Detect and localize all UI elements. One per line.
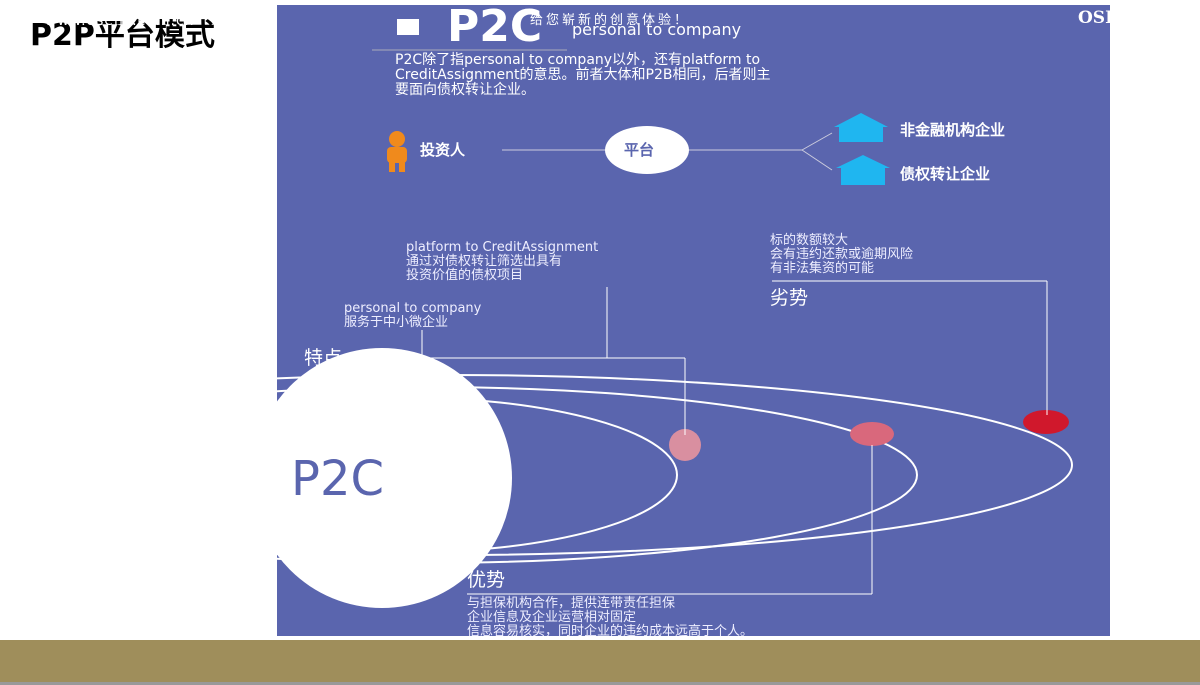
orbit-dot-2 [850,422,894,446]
heading-sub: personal to company [572,20,742,39]
center-label: P2C [291,451,384,507]
platform-circle [605,126,689,174]
platform-label: 平台 [624,141,655,159]
footer-bar [0,640,1200,685]
orbit-dot-3 [1023,410,1069,434]
feature-item-1: personal to company 服务于中小微企业 [344,301,482,330]
p2c-infographic: P2C personal to company P2C除了指personal t… [277,5,1110,636]
advantages-text: 与担保机构合作，提供连带责任担保 企业信息及企业运营相对固定 信息容易核实，同时… [467,596,754,637]
company-icon [834,113,888,142]
disadvantages-text: 标的数额较大 会有违约还款或逾期风险 有非法集资的可能 [770,233,914,276]
footer-url[interactable]: www.osens.com.cn [45,13,195,29]
slide-title: P2P平台模式 [30,18,215,53]
orbit-diagram [277,19,1073,608]
intro-text: P2C除了指personal to company以外，还有platform t… [395,52,771,98]
heading: P2C [447,5,543,52]
target-2-label: 债权转让企业 [900,165,991,183]
disadvantages-label: 劣势 [770,287,809,309]
investor-icon [387,131,407,172]
investor-label: 投资人 [420,141,466,159]
footer-slogan: 给您崭新的创意体验！ [530,13,691,28]
feature-item-2: platform to CreditAssignment 通过对债权转让筛选出具… [406,240,599,283]
osens-logo: OSÉNS [1078,8,1146,28]
connector-line [801,132,833,151]
connector-line [801,149,833,171]
heading-square-icon [397,19,419,35]
target-1-label: 非金融机构企业 [900,121,1006,139]
p2c-center-circle [277,348,512,608]
company-icon [836,155,890,185]
advantages-label: 优势 [467,569,506,591]
features-label: 特点 [304,347,343,369]
orbit-dot-1 [669,429,701,461]
